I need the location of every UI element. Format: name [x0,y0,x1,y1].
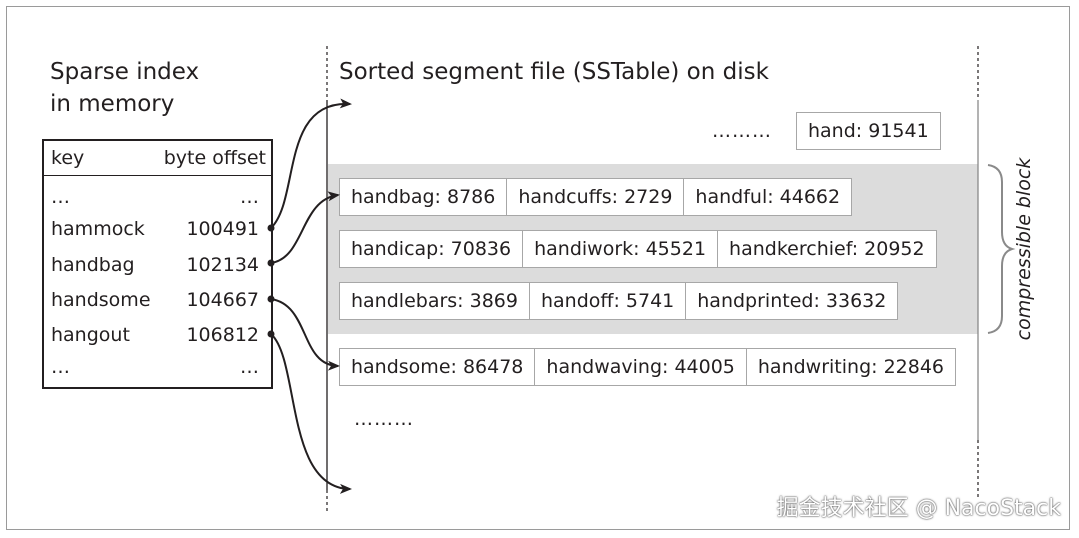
figure-frame [6,6,1070,530]
arrow-handbag [270,191,340,264]
after-block-row: handsome: 86478 handwaving: 44005 handwr… [339,348,957,386]
kv-entry: handcuffs: 2729 [507,179,685,215]
header-offset: byte offset [163,147,266,169]
compressible-block-brace [987,164,1016,334]
kv-entry: handoff: 5741 [530,283,687,319]
kv-entry: handwriting: 22846 [757,356,945,378]
kv-entry: handsome: 86478 [340,349,536,385]
top-ellipsis: ……… [712,120,772,142]
kv-entry: handiwork: 45521 [523,231,719,267]
index-title-line1: Sparse index [50,59,200,85]
kv-entry: handkerchief: 20952 [729,238,925,260]
index-row-key: hangout [51,324,130,346]
arrow-hammock [270,98,352,229]
index-row-key: hammock [51,218,145,240]
segment-title: Sorted segment file (SSTable) on disk [339,59,769,85]
kv-entry: handful: 44662 [695,186,841,208]
index-title-line2: in memory [50,91,175,117]
arrow-handsome [270,298,340,371]
kv-entry: hand: 91541 [808,120,929,142]
index-row-key: handsome [51,289,151,311]
kv-entry: handicap: 70836 [340,231,524,267]
block-row: handbag: 8786 handcuffs: 2729 handful: 4… [339,178,853,216]
watermark: 掘金技术社区 @ NacoStack [776,496,1061,521]
index-row-offset: 102134 [186,254,259,276]
index-row-offset: … [240,356,259,378]
index-row-key: … [51,186,70,208]
kv-entry: handlebars: 3869 [340,283,530,319]
index-row-offset: 106812 [186,324,259,346]
index-row-key: handbag [51,254,135,276]
kv-entry: handprinted: 33632 [697,290,887,312]
top-entry-row: hand: 91541 [796,112,941,150]
index-row-offset: … [240,186,259,208]
index-row-offset: 100491 [186,218,259,240]
block-row: handicap: 70836 handiwork: 45521 handker… [339,230,937,268]
index-header: key byte offset [44,141,271,176]
bottom-ellipsis: ……… [354,408,414,430]
kv-entry: handbag: 8786 [340,179,508,215]
kv-entry: handwaving: 44005 [535,349,747,385]
index-row-offset: 104667 [186,289,259,311]
header-key: key [51,147,85,169]
arrow-hangout [270,333,352,494]
block-row: handlebars: 3869 handoff: 5741 handprint… [339,282,899,320]
index-row-key: … [51,356,70,378]
